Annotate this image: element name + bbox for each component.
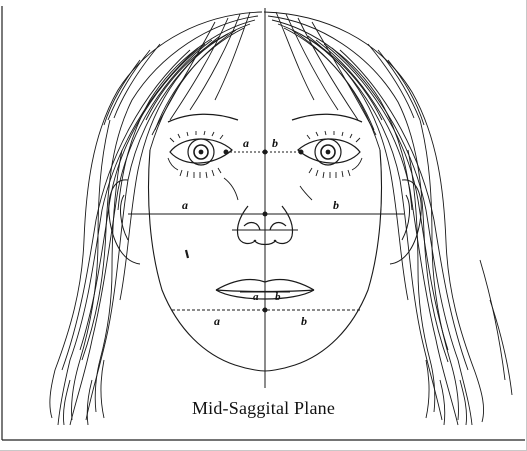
lip-label-a: a [253, 291, 259, 303]
figure-caption: Mid-Saggital Plane [0, 398, 527, 419]
left-eye [168, 131, 232, 178]
outer-rule [2, 6, 525, 440]
right-eyebrow [292, 114, 362, 122]
cheek-label-a: a [182, 198, 188, 212]
right-eye [298, 131, 362, 178]
jaw-label-b: b [301, 314, 307, 328]
cheek-lines [186, 178, 312, 258]
measurement-lines [128, 8, 404, 388]
eye-label-b: b [272, 136, 278, 150]
cheek-label-b: b [333, 198, 339, 212]
lip-label-b: b [275, 291, 281, 303]
jaw-label-a: a [214, 314, 220, 328]
eye-label-a: a [243, 136, 249, 150]
left-eyebrow [168, 114, 238, 122]
